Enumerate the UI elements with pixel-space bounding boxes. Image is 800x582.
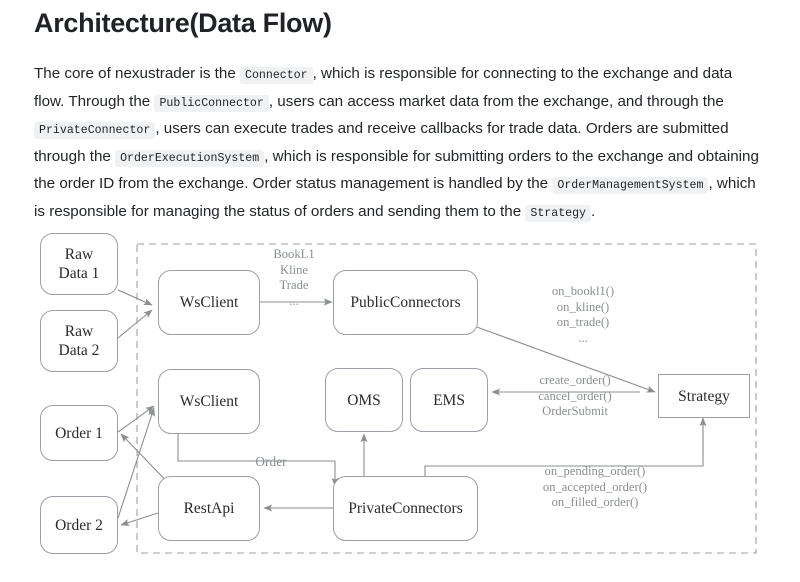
edge-publicconnectors-strategy — [473, 325, 656, 393]
intro-text-6: , which is responsible for managing the … — [34, 175, 756, 220]
node-wsclient-private[interactable]: WsClient — [158, 369, 260, 434]
node-private-connectors-label: PrivateConnectors — [348, 500, 463, 517]
edge-restapi-order2 — [120, 512, 159, 526]
label-order-actions: create_order() cancel_order() OrderSubmi… — [538, 373, 612, 418]
intro-paragraph: The core of nexustrader is the Connector… — [34, 61, 765, 226]
code-order-management-system: OrderManagementSystem — [552, 177, 709, 195]
intro-text-5: , which is responsible for submitting or… — [34, 147, 759, 193]
intro-text-2: , which is responsible for connecting to… — [34, 65, 733, 110]
label-order: Order — [255, 454, 287, 469]
node-public-connectors[interactable]: PublicConnectors — [333, 270, 478, 335]
code-strategy: Strategy — [525, 204, 592, 222]
intro-text-7: . — [591, 202, 596, 220]
node-order-1-label: Order 1 — [55, 424, 103, 442]
node-raw-data-2[interactable]: Raw Data 2 — [40, 310, 118, 372]
node-restapi-label: RestApi — [183, 500, 235, 517]
node-oms-label: OMS — [347, 391, 381, 409]
edge-wsclient-privateconnectors — [177, 433, 339, 487]
page-title: Architecture(Data Flow) — [34, 8, 332, 38]
intro-text-1: The core of nexustrader is the — [34, 65, 240, 83]
label-order-callbacks: on_pending_order() on_accepted_order() o… — [542, 464, 648, 509]
architecture-diagram: Raw Data 1 Raw Data 2 Order 1 Order 2 Ws… — [0, 218, 800, 582]
edge-order2-wsclient — [117, 407, 155, 519]
label-market-stream: BookL1 Kline Trade ... — [273, 247, 315, 308]
edge-rawdata1-wsclient — [117, 289, 153, 306]
label-public-callbacks: on_bookl1() on_kline() on_trade() ... — [551, 284, 615, 345]
node-strategy[interactable]: Strategy — [658, 374, 750, 418]
node-public-connectors-label: PublicConnectors — [350, 294, 461, 311]
edge-order1-wsclient — [117, 405, 155, 433]
node-raw-data-1-label: Raw Data 1 — [58, 246, 100, 282]
code-order-execution-system: OrderExecutionSystem — [115, 149, 265, 167]
node-raw-data-2-label: Raw Data 2 — [58, 323, 100, 359]
node-wsclient-public[interactable]: WsClient — [158, 270, 260, 335]
node-wsclient-private-label: WsClient — [179, 393, 239, 410]
node-restapi[interactable]: RestApi — [158, 476, 260, 541]
node-raw-data-1[interactable]: Raw Data 1 — [40, 233, 118, 295]
node-ems-label: EMS — [433, 391, 465, 409]
node-wsclient-public-label: WsClient — [179, 294, 239, 311]
node-order-2[interactable]: Order 2 — [40, 496, 118, 554]
code-private-connector: PrivateConnector — [34, 122, 156, 140]
code-public-connector: PublicConnector — [154, 94, 269, 112]
code-connector: Connector — [239, 67, 313, 85]
edge-rawdata2-wsclient — [117, 309, 153, 339]
node-order-2-label: Order 2 — [55, 516, 103, 534]
node-ems[interactable]: EMS — [410, 368, 488, 432]
node-order-1[interactable]: Order 1 — [40, 405, 118, 461]
node-strategy-label: Strategy — [678, 387, 730, 405]
intro-text-3: , users can access market data from the … — [268, 92, 724, 110]
system-boundary — [136, 243, 757, 554]
node-oms[interactable]: OMS — [325, 368, 403, 432]
intro-text-4: , users can execute trades and receive c… — [34, 120, 729, 165]
node-private-connectors[interactable]: PrivateConnectors — [333, 476, 478, 541]
